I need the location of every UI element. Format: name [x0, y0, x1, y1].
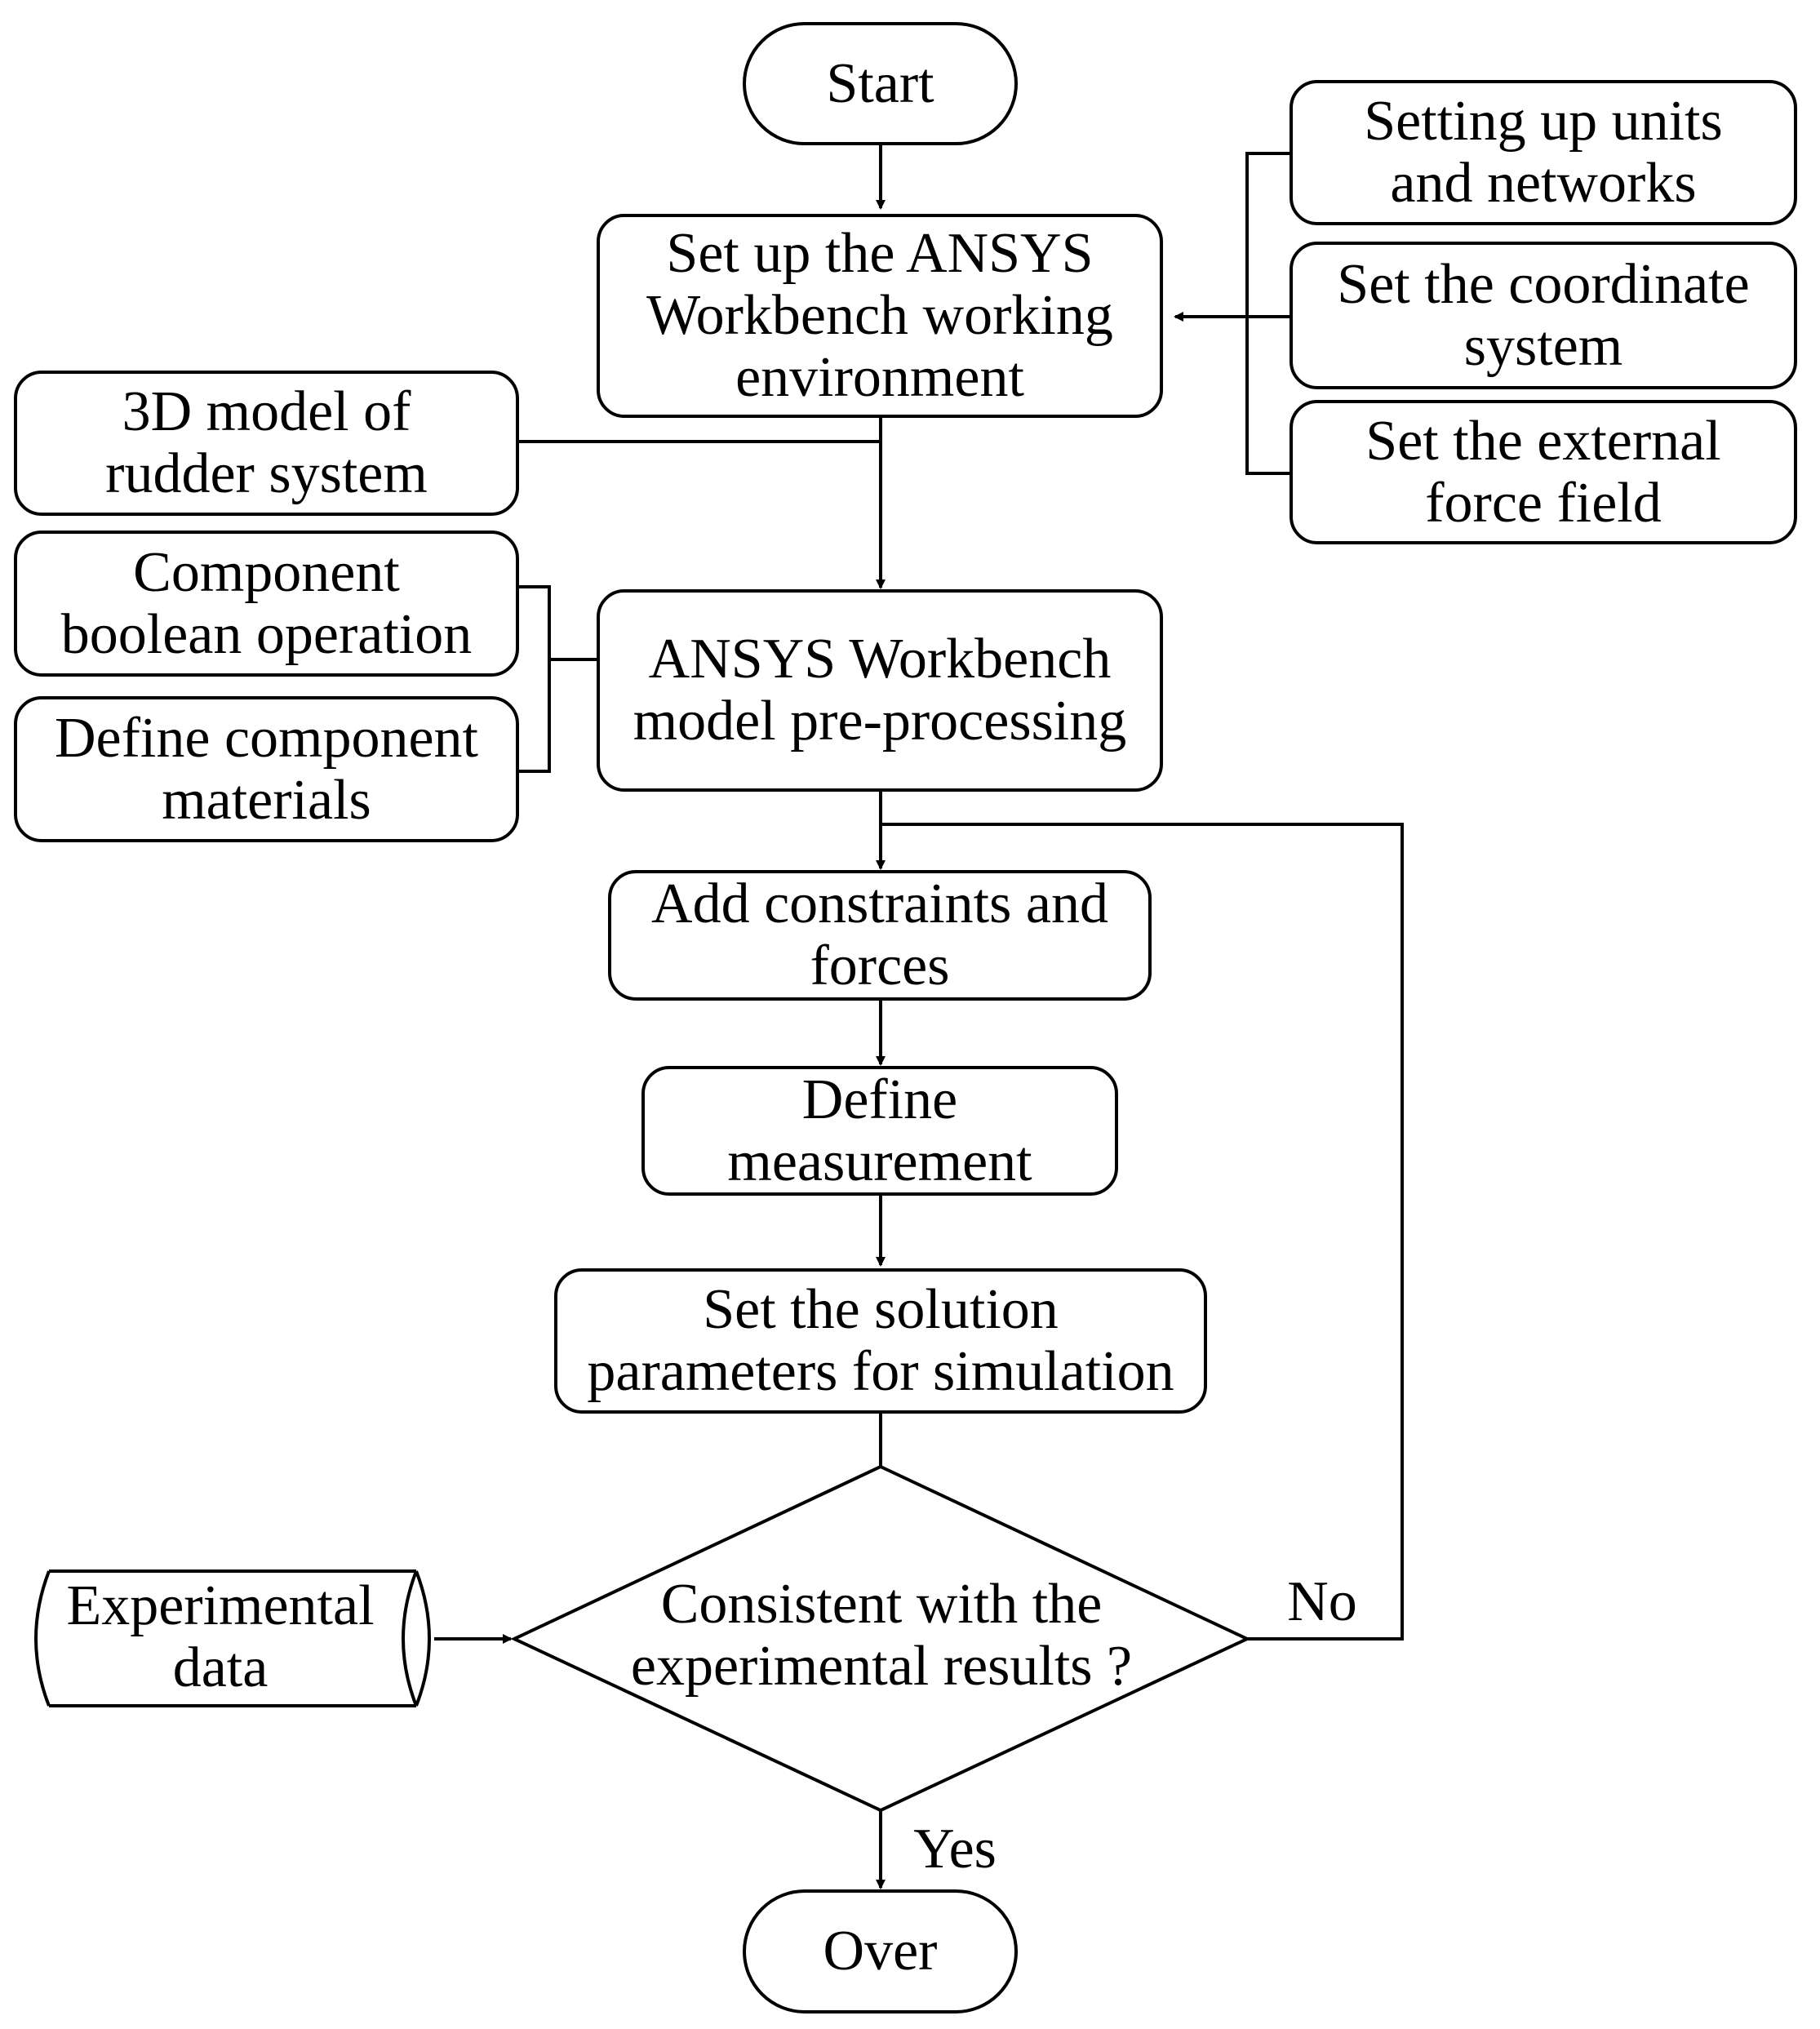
coordinate-system-node: Set the coordinate system	[1290, 242, 1797, 389]
solution-parameters-node: Set the solution parameters for simulati…	[554, 1268, 1207, 1414]
experimental-data-label: Experimental data	[66, 1574, 375, 1699]
over-node: Over	[743, 1889, 1018, 2013]
external-force-field-node: Set the external force field	[1290, 400, 1797, 544]
decision-label: Consistent with the experimental results…	[630, 1573, 1133, 1698]
units-networks-node: Setting up units and networks	[1290, 80, 1797, 225]
no-edge-label: No	[1287, 1570, 1357, 1633]
define-measurement-node: Define measurement	[641, 1066, 1118, 1196]
model-3d-node: 3D model of rudder system	[14, 371, 519, 516]
start-node: Start	[743, 22, 1018, 145]
bracket-right-group	[1245, 152, 1290, 475]
preprocessing-node: ANSYS Workbench model pre-processing	[597, 589, 1163, 792]
setup-environment-node: Set up the ANSYS Workbench working envir…	[597, 214, 1163, 418]
constraints-forces-node: Add constraints and forces	[608, 870, 1152, 1001]
decision-diamond	[510, 1464, 1251, 1813]
experimental-data-cylinder	[34, 1569, 431, 1707]
define-materials-node: Define component materials	[14, 696, 519, 842]
bracket-left-group	[519, 585, 551, 773]
yes-edge-label: Yes	[913, 1818, 997, 1880]
boolean-operation-node: Component boolean operation	[14, 531, 519, 677]
edge-no-loop	[881, 823, 1404, 1641]
